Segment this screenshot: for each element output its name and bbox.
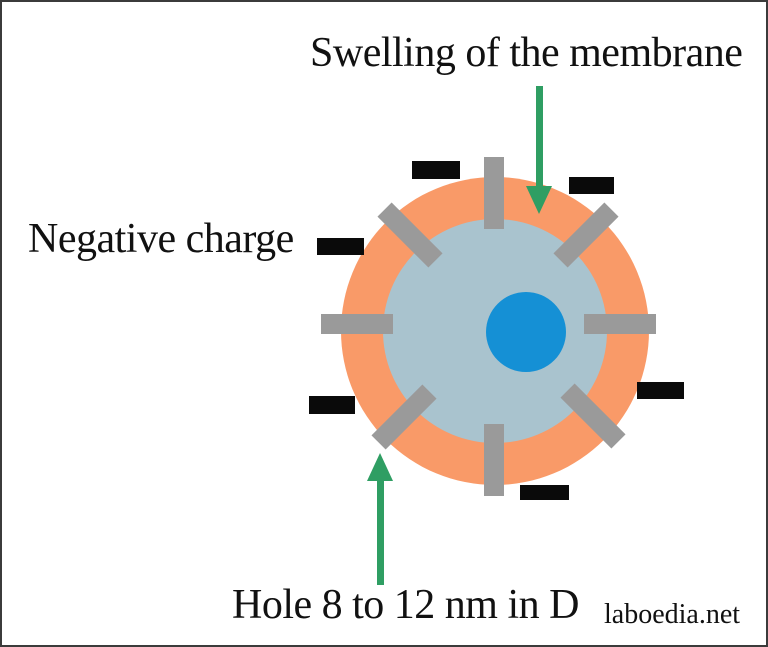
watermark: laboedia.net (604, 599, 741, 630)
negative-charge-mark (637, 382, 684, 399)
swelling-label: Swelling of the membrane (310, 30, 743, 76)
membrane-hole-spoke (584, 314, 656, 334)
negative-charge-label: Negative charge (28, 216, 294, 262)
hole-arrow-shaft (377, 480, 384, 585)
hole-label: Hole 8 to 12 nm in D (232, 582, 579, 628)
negative-charge-mark (309, 396, 355, 414)
nucleus (486, 292, 566, 372)
membrane-hole-spoke (484, 157, 504, 229)
swelling-arrow-head (526, 186, 552, 214)
negative-charge-mark (412, 161, 460, 179)
negative-charge-mark (569, 177, 614, 194)
membrane-hole-spoke (321, 314, 393, 334)
negative-charge-mark (317, 238, 364, 255)
negative-charge-mark (520, 485, 569, 500)
membrane-hole-spoke (484, 424, 504, 496)
swelling-arrow-shaft (536, 86, 543, 188)
hole-arrow-head (367, 453, 393, 481)
